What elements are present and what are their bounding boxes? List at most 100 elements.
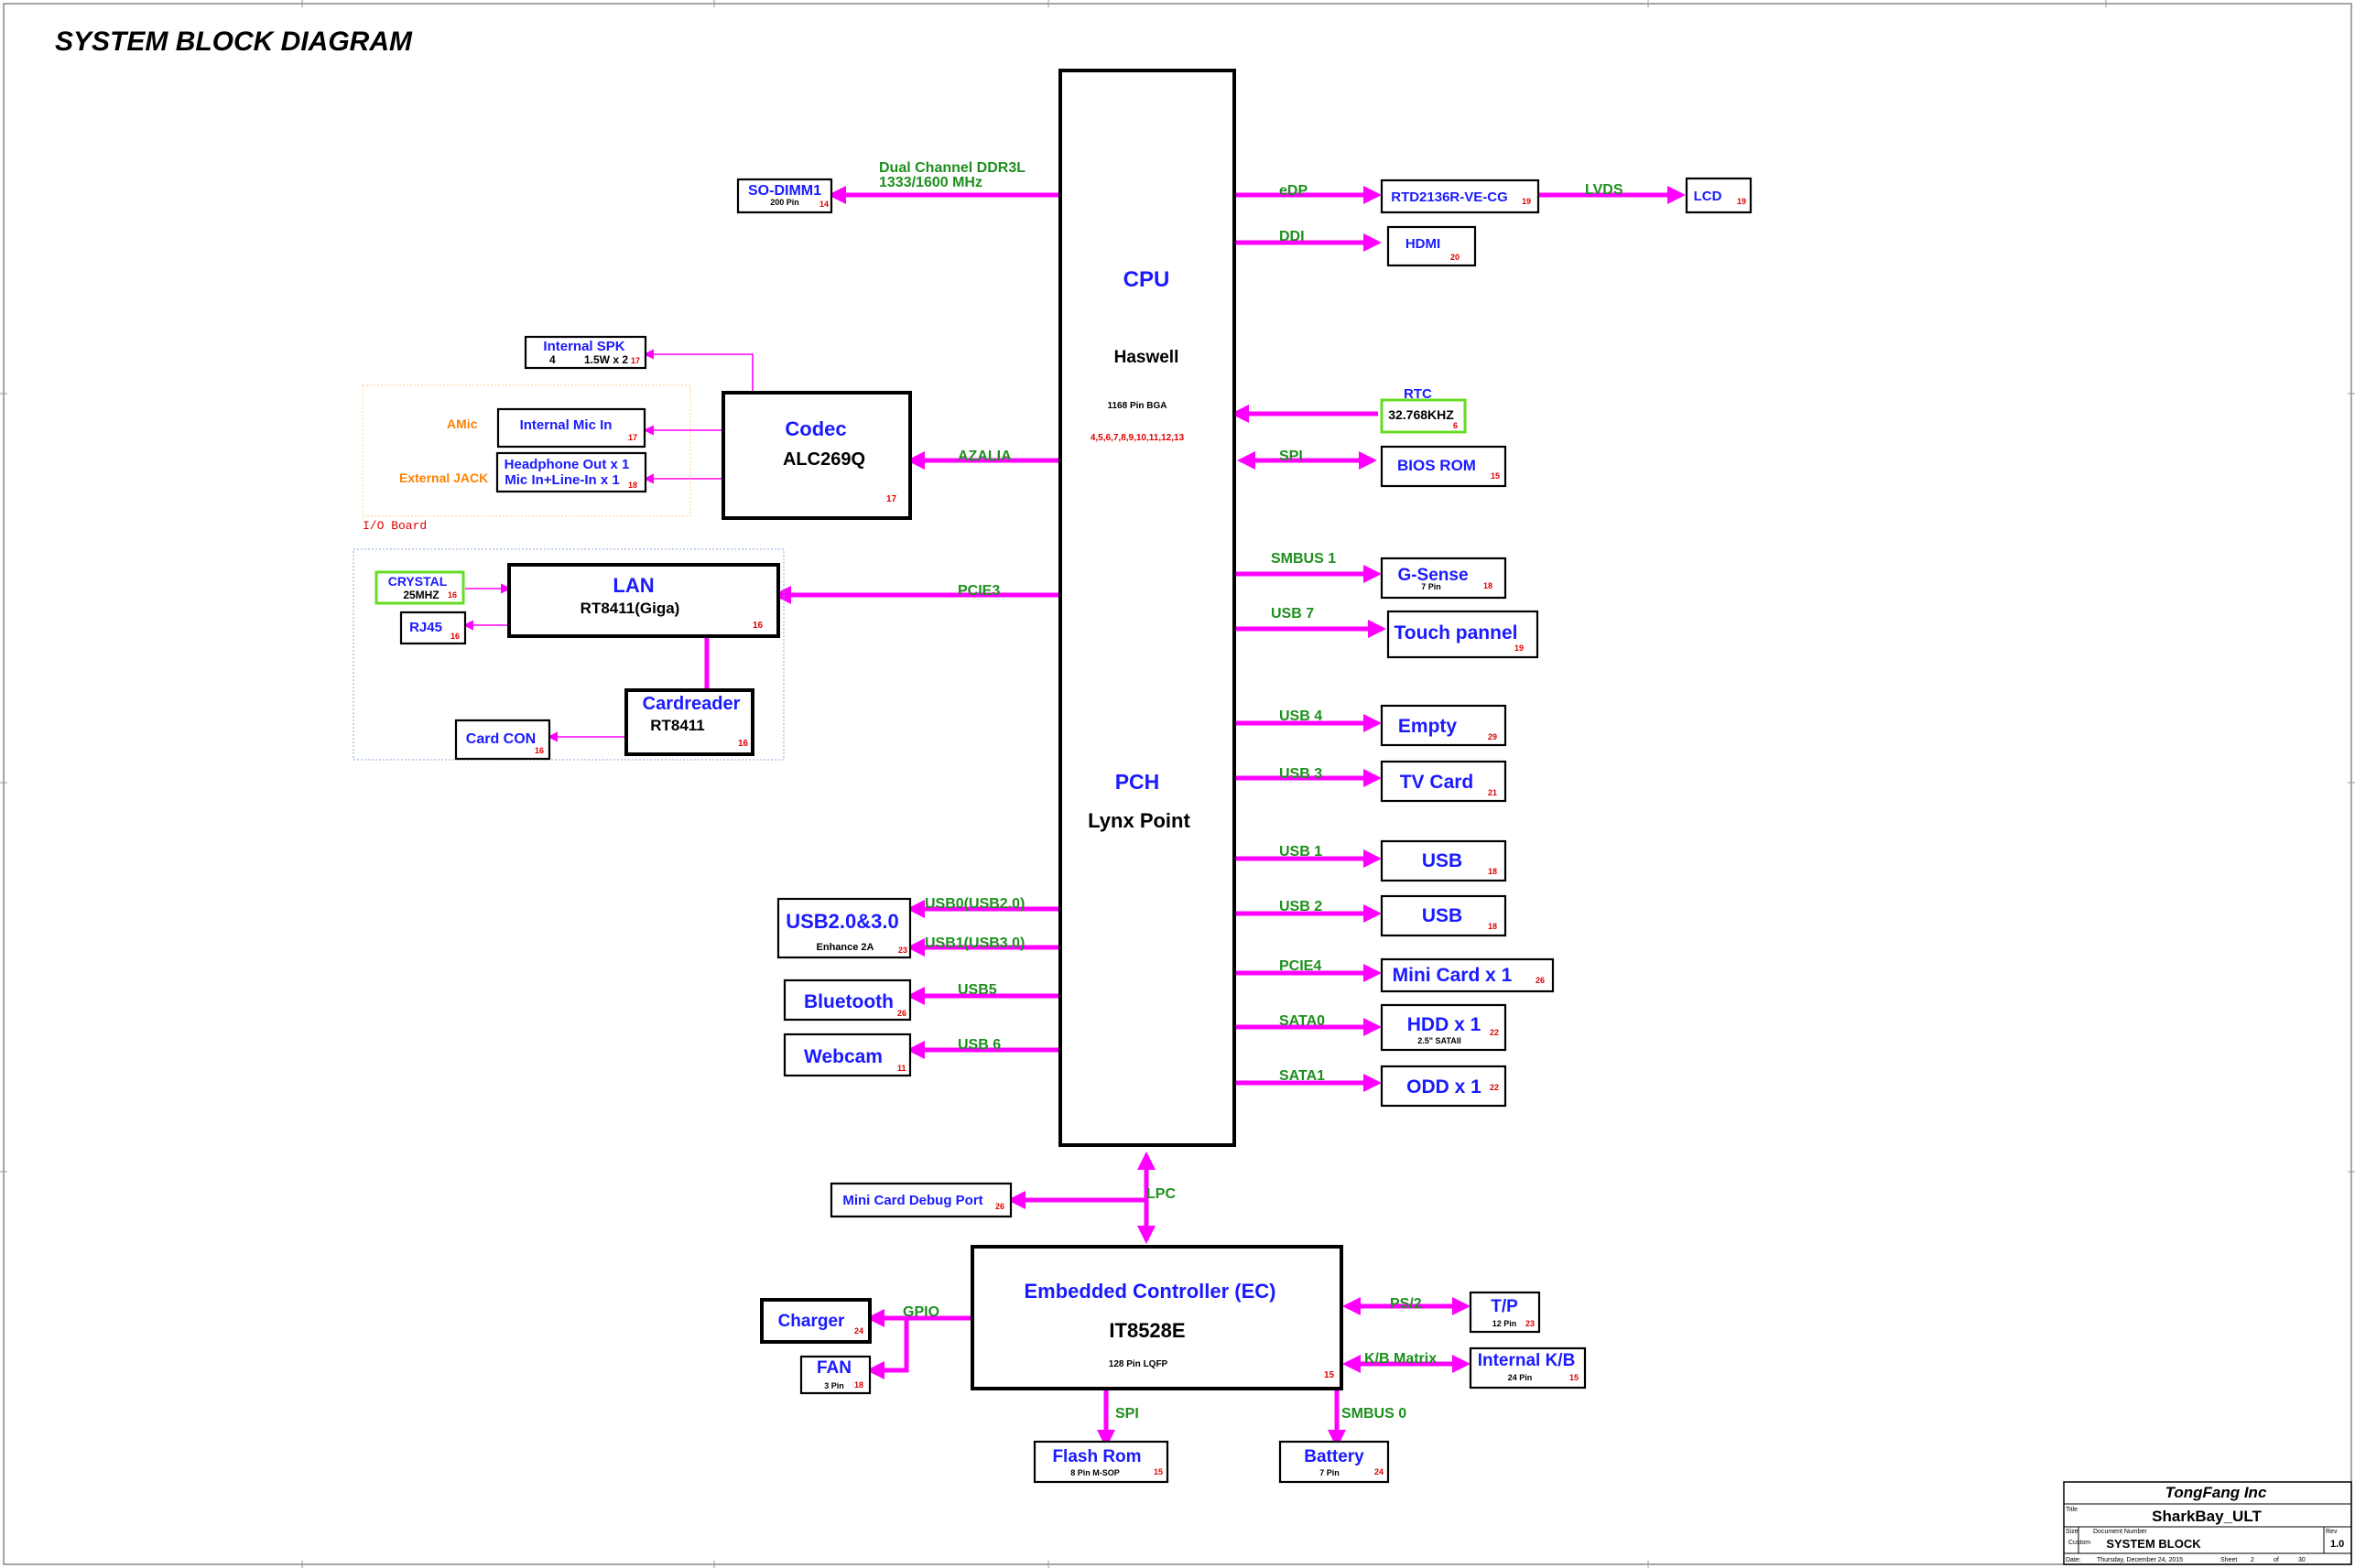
usb1-label: USB 1 — [1279, 844, 1322, 860]
io-board-region — [362, 384, 691, 517]
lan-model: RT8411(Giga) — [581, 600, 680, 617]
svg-text:Size: Size — [2066, 1529, 2078, 1535]
svg-text:Date:: Date: — [2066, 1557, 2081, 1563]
spi-ec-label: SPI — [1115, 1406, 1139, 1422]
svg-text:22: 22 — [1490, 1083, 1499, 1092]
tv-card-box: TV Card 21 — [1380, 760, 1507, 803]
usb4-label: USB 4 — [1279, 708, 1322, 724]
rtd-box: RTD2136R-VE-CG 19 — [1380, 178, 1540, 214]
company-name: TongFang Inc — [2165, 1484, 2267, 1501]
hdd-box: HDD x 1 2.5" SATAII 22 — [1380, 1003, 1507, 1052]
svg-text:USB2.0&3.0: USB2.0&3.0 — [786, 910, 899, 933]
svg-text:16: 16 — [448, 590, 457, 600]
codec-model: ALC269Q — [783, 449, 865, 470]
cpu-package: 1168 Pin BGA — [1107, 401, 1167, 411]
odd-box: ODD x 1 22 — [1380, 1065, 1507, 1108]
svg-text:SO-DIMM1: SO-DIMM1 — [748, 183, 821, 199]
rtc-crystal-box: 32.768KHZ 6 — [1380, 398, 1467, 434]
svg-text:16: 16 — [450, 632, 460, 641]
svg-text:18: 18 — [854, 1380, 863, 1390]
ddr-speed-label: 1333/1600 MHz — [879, 175, 982, 190]
smbus1-label: SMBUS 1 — [1271, 551, 1336, 567]
svg-text:15: 15 — [1491, 471, 1500, 481]
svg-text:16: 16 — [535, 746, 544, 755]
svg-text:CRYSTAL: CRYSTAL — [388, 574, 448, 589]
edp-label: eDP — [1279, 183, 1308, 199]
svg-text:of: of — [2274, 1557, 2279, 1563]
pcie4-label: PCIE4 — [1279, 958, 1321, 974]
mini-card-box: Mini Card x 1 26 — [1380, 957, 1555, 993]
svg-text:USB: USB — [1422, 850, 1462, 871]
document-number: SYSTEM BLOCK — [2106, 1537, 2201, 1551]
pcie3-label: PCIE3 — [958, 583, 1000, 599]
svg-text:ODD x 1: ODD x 1 — [1406, 1076, 1481, 1098]
svg-text:20: 20 — [1450, 253, 1460, 262]
svg-text:Bluetooth: Bluetooth — [804, 991, 894, 1012]
svg-text:15: 15 — [1569, 1373, 1579, 1382]
svg-text:Flash Rom: Flash Rom — [1052, 1447, 1141, 1466]
fan-box: FAN 3 Pin 18 — [799, 1355, 872, 1395]
charger-box: Charger 24 — [760, 1298, 872, 1344]
svg-text:3 Pin: 3 Pin — [824, 1381, 844, 1390]
hdmi-box: HDMI 20 — [1386, 225, 1477, 267]
svg-text:G-Sense: G-Sense — [1397, 566, 1468, 585]
ps2-label: PS/2 — [1390, 1296, 1422, 1312]
lan-label: LAN — [613, 574, 654, 597]
pch-label: PCH — [1115, 770, 1160, 794]
svg-text:18: 18 — [1483, 581, 1492, 590]
svg-text:19: 19 — [1522, 197, 1531, 206]
crystal-box: CRYSTAL 25MHZ 16 — [374, 570, 465, 605]
svg-text:BIOS ROM: BIOS ROM — [1397, 457, 1476, 474]
svg-text:7 Pin: 7 Pin — [1319, 1468, 1340, 1477]
svg-text:Card CON: Card CON — [466, 731, 536, 747]
svg-text:11: 11 — [897, 1064, 906, 1073]
svg-text:Mic In+Line-In x 1: Mic In+Line-In x 1 — [505, 472, 619, 488]
svg-text:17: 17 — [631, 356, 640, 365]
sata1-label: SATA1 — [1279, 1068, 1325, 1084]
svg-text:24: 24 — [1374, 1467, 1384, 1476]
svg-text:Thursday, December 24, 2015: Thursday, December 24, 2015 — [2097, 1557, 2183, 1563]
usb23-box: USB2.0&3.0 Enhance 2A 23 — [776, 897, 912, 959]
ec-package: 128 Pin LQFP — [1109, 1359, 1168, 1369]
usb2-label: USB 2 — [1279, 899, 1322, 914]
svg-text:18: 18 — [628, 481, 637, 490]
svg-text:USB: USB — [1422, 905, 1462, 926]
spi-bios-label: SPI — [1279, 449, 1303, 464]
so-dimm-box: SO-DIMM1 200 Pin 14 — [736, 178, 833, 214]
rj45-box: RJ45 16 — [399, 611, 467, 645]
svg-text:4: 4 — [549, 353, 556, 366]
svg-text:Enhance 2A: Enhance 2A — [817, 942, 874, 953]
cardreader-label: Cardreader — [643, 694, 741, 714]
codec-page: 17 — [886, 494, 897, 504]
lcd-box: LCD 19 — [1685, 177, 1753, 214]
diagram-title: SYSTEM BLOCK DIAGRAM — [55, 27, 413, 57]
svg-text:25MHZ: 25MHZ — [403, 589, 439, 601]
svg-text:18: 18 — [1488, 867, 1497, 876]
battery-box: Battery 7 Pin 24 — [1278, 1440, 1390, 1484]
svg-text:23: 23 — [898, 946, 907, 955]
svg-text:Mini Card Debug Port: Mini Card Debug Port — [842, 1193, 982, 1208]
ddr-label: Dual Channel DDR3L — [879, 160, 1026, 176]
svg-text:HDD x 1: HDD x 1 — [1407, 1014, 1481, 1035]
svg-text:18: 18 — [1488, 922, 1497, 931]
azalia-label: AZALIA — [958, 449, 1012, 464]
touch-panel-box: Touch pannel 19 — [1386, 610, 1539, 659]
svg-text:7 Pin: 7 Pin — [1421, 582, 1441, 591]
svg-text:FAN: FAN — [817, 1358, 852, 1378]
ddi-label: DDI — [1279, 229, 1305, 244]
svg-text:29: 29 — [1488, 732, 1497, 741]
svg-text:14: 14 — [819, 200, 829, 209]
codec-block: Codec ALC269Q 17 — [722, 391, 912, 520]
usb0-label: USB0(USB2.0) — [925, 896, 1025, 912]
svg-text:Title: Title — [2066, 1507, 2078, 1513]
kb-matrix-label: K/B Matrix — [1364, 1351, 1437, 1367]
title-block: TongFang Inc Title SharkBay_ULT Size Cus… — [2063, 1481, 2352, 1565]
svg-text:6: 6 — [1453, 421, 1458, 430]
touchpad-box: T/P 12 Pin 23 — [1469, 1291, 1541, 1334]
svg-text:23: 23 — [1525, 1319, 1535, 1328]
svg-text:26: 26 — [897, 1009, 906, 1018]
svg-text:21: 21 — [1488, 788, 1497, 797]
svg-text:Battery: Battery — [1304, 1447, 1364, 1466]
